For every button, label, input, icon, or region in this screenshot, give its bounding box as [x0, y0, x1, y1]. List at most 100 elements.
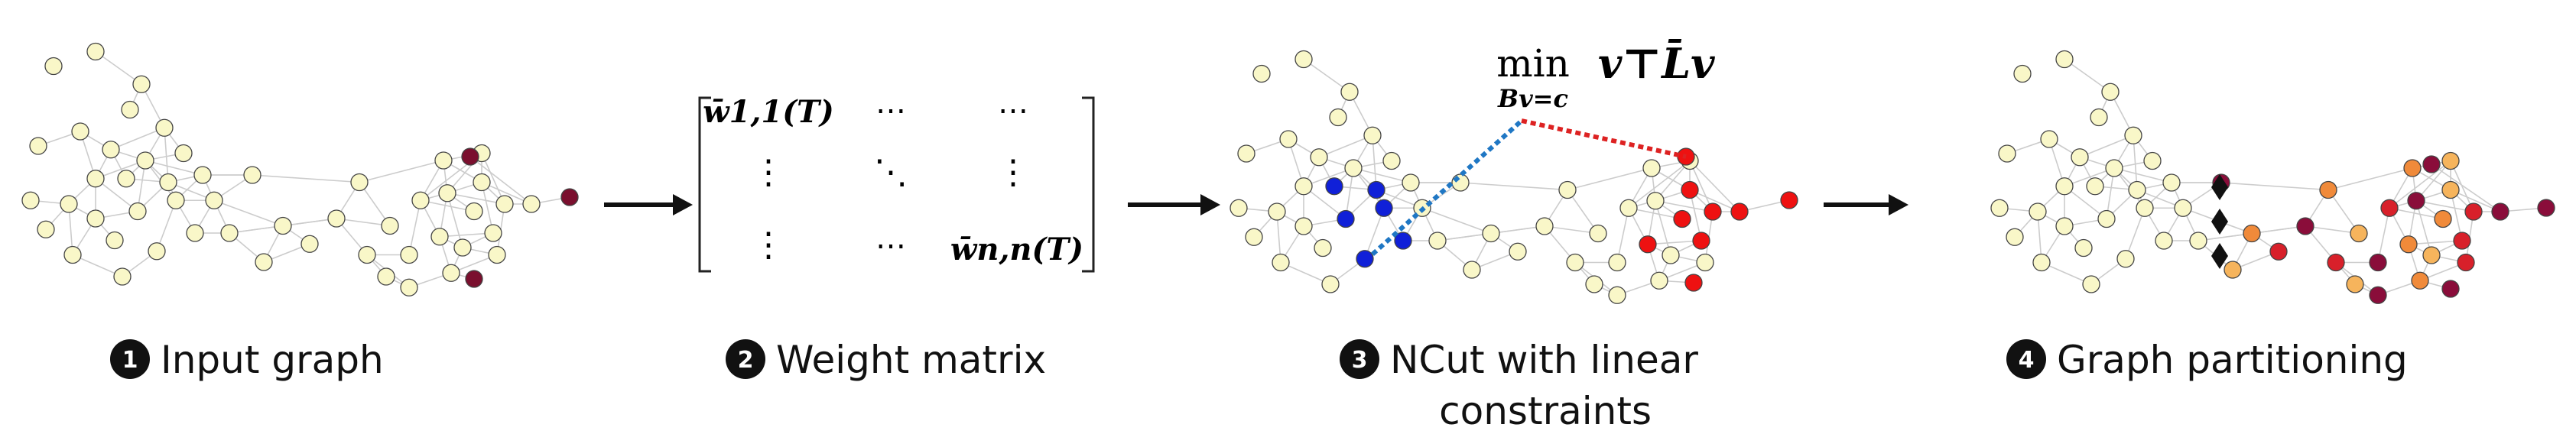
graph-node	[63, 245, 82, 264]
graph-node	[37, 220, 55, 238]
graph-edge	[359, 160, 444, 183]
graph-node	[327, 209, 346, 228]
graph-node	[560, 188, 579, 206]
graph-node	[442, 264, 460, 282]
step-label-line2: constraints	[1439, 389, 1652, 433]
graph-node	[2224, 261, 2242, 279]
graph-edge	[1364, 207, 1385, 260]
graph-edge	[1689, 189, 1740, 212]
graph-node	[2399, 235, 2418, 254]
graph-node	[2434, 209, 2452, 228]
graph-node	[2453, 232, 2471, 250]
graph-node	[2082, 275, 2100, 293]
graph-edge	[95, 50, 142, 85]
matrix-entry-bottom-right: w̄n,n(T)	[950, 232, 1083, 267]
graph-node	[2422, 246, 2441, 264]
graph-node	[1566, 253, 1584, 272]
graph-node	[2143, 151, 2162, 170]
graph-node	[60, 195, 78, 213]
graph-node	[2441, 280, 2460, 298]
graph-node	[255, 253, 273, 271]
graph-node	[2029, 202, 2047, 221]
graph-node	[2128, 180, 2146, 199]
step-badge-number: 4	[2019, 347, 2035, 374]
graph-node	[1730, 202, 1749, 221]
arrow-3	[1824, 194, 1908, 215]
graph-node	[21, 191, 40, 209]
graph-node	[2491, 202, 2509, 221]
graph-node	[2155, 232, 2173, 250]
graph-edge	[1544, 225, 1599, 235]
graph-edge	[252, 174, 360, 183]
partitioned-graph	[1990, 50, 2555, 304]
graph-node	[2441, 151, 2460, 170]
graph-edge	[213, 199, 284, 227]
graph-edge	[1318, 134, 1373, 158]
graph-node	[2055, 177, 2074, 196]
graph-nodes	[21, 42, 579, 296]
graph-node	[2380, 199, 2399, 217]
graph-node	[1329, 108, 1347, 127]
graph-node	[1619, 199, 1638, 217]
graph-edge	[2431, 164, 2501, 212]
graph-node	[1692, 232, 1710, 250]
graph-edge	[1616, 208, 1629, 263]
graph-node	[495, 195, 514, 213]
graph-edge	[481, 153, 505, 205]
graph-node	[167, 191, 185, 209]
graph-node	[1463, 261, 1481, 279]
graph-edge	[2389, 160, 2451, 209]
graph-node	[86, 170, 105, 188]
graph-node	[86, 42, 105, 61]
objective-min: min	[1496, 41, 1570, 86]
graph-edge	[469, 156, 532, 205]
matrix-left-bracket	[698, 96, 711, 273]
graph-node	[1642, 159, 1661, 177]
graph-edge	[2450, 160, 2474, 212]
graph-node	[400, 278, 418, 296]
graph-node	[274, 216, 292, 235]
graph-edge	[1647, 240, 1702, 245]
graph-edge	[2377, 208, 2390, 263]
graph-node	[1646, 192, 1665, 210]
graph-node	[522, 195, 541, 213]
graph-edge	[2079, 134, 2134, 158]
graph-edge	[2415, 199, 2474, 212]
graph-node	[1245, 228, 1263, 246]
graph-node	[102, 141, 120, 159]
caption-step-1: 1 Input graph	[110, 338, 384, 382]
graph-node	[350, 173, 369, 192]
graph-node	[400, 245, 418, 264]
graph-node	[473, 173, 491, 192]
graph-node	[2441, 180, 2460, 199]
graph-node	[2403, 159, 2422, 177]
graph-edge	[2389, 207, 2444, 220]
graph-node	[377, 267, 395, 286]
graph-edge	[1567, 167, 1652, 191]
step-badge-number: 2	[738, 347, 754, 374]
graph-node	[2269, 242, 2288, 261]
graph-edge	[1303, 58, 1350, 92]
graph-node	[1428, 232, 1447, 250]
graph-node	[2101, 83, 2120, 101]
graph-node	[358, 245, 376, 264]
graph-node	[1780, 191, 1798, 209]
graph-node	[1673, 209, 1691, 228]
graph-node	[1356, 250, 1374, 268]
graph-node	[465, 202, 483, 221]
graph-node	[1294, 50, 1313, 69]
graph-edge	[156, 199, 177, 252]
graph-node	[243, 166, 261, 184]
graph-node	[2136, 199, 2154, 217]
ncut-objective: min Bv=c v⊤L̄v	[1496, 39, 1715, 113]
graph-node	[1535, 217, 1554, 235]
graph-node	[136, 151, 154, 170]
arrow-1	[604, 194, 693, 215]
graph-edge	[1655, 199, 1714, 212]
step-badge	[110, 339, 150, 379]
step-badge-number: 3	[1352, 347, 1368, 374]
step-badge	[726, 339, 765, 379]
graph-edge	[1655, 200, 1671, 256]
graph-node	[205, 191, 223, 209]
constrained-graph	[1230, 50, 1798, 304]
